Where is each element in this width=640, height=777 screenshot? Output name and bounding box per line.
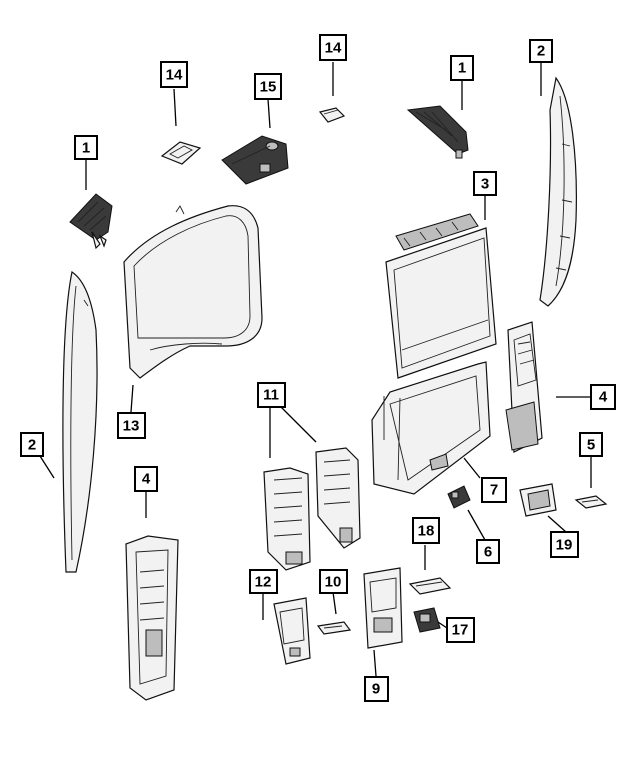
part-15-switch-module [221,135,289,185]
callout-11: 11 [257,382,286,408]
part-17-switch [413,607,441,633]
callout-17-label: 17 [452,622,469,639]
part-14-right-cap [318,107,346,123]
callout-14-right: 14 [319,34,347,61]
part-2-left-pillar-trim [62,271,98,573]
callout-7-label: 7 [490,482,498,499]
callout-15: 15 [254,73,282,100]
part-4-right-vent [505,321,543,453]
callout-19-label: 19 [556,537,573,554]
callout-17: 17 [446,617,475,643]
callout-1-left-label: 1 [82,140,90,157]
callout-3: 3 [473,171,497,196]
callout-2-right: 2 [529,39,553,63]
callout-3-label: 3 [481,176,489,193]
callout-2-left: 2 [20,432,44,457]
callout-13-label: 13 [123,418,140,435]
callout-4-right-label: 4 [599,389,608,406]
callout-9: 9 [364,676,389,702]
callout-6: 6 [476,539,500,564]
part-5-clip [574,495,608,509]
callout-10-label: 10 [325,574,342,591]
callout-6-label: 6 [484,544,492,561]
leader-lines [39,62,592,677]
part-6-switch [447,485,471,509]
callout-18: 18 [412,517,440,544]
callout-10: 10 [319,569,348,594]
callout-2-left-label: 2 [28,437,36,454]
callout-18-label: 18 [418,523,435,540]
callout-1-right: 1 [450,55,474,81]
callout-2-right-label: 2 [537,43,545,60]
callout-5: 5 [579,432,603,457]
part-1-right-cover [406,105,469,159]
callout-14-left: 14 [160,61,188,88]
callout-14-left-label: 14 [166,67,183,84]
callout-11-label: 11 [263,387,279,404]
part-3-glove-box-door [385,213,497,379]
callout-4-right: 4 [590,384,616,410]
part-9-switch-bezel [363,567,403,649]
callout-13: 13 [117,412,146,439]
callout-4-left: 4 [134,466,158,492]
part-7-glove-box-bin [371,361,491,495]
part-2-right-pillar-trim [539,76,577,307]
callout-4-left-label: 4 [142,471,151,488]
part-18-tray [408,577,452,595]
part-14-left-clip [160,141,202,165]
callout-9-label: 9 [372,681,380,698]
callout-7: 7 [481,477,507,503]
part-11-right-vent [315,447,361,549]
part-1-left-cover [69,193,113,250]
callout-12: 12 [249,569,278,594]
callout-1-left: 1 [74,135,98,160]
part-13-cluster-bezel [123,205,263,379]
part-19-storage-pocket [519,483,557,517]
callout-19: 19 [550,531,579,558]
callout-12-label: 12 [255,574,272,591]
part-12-bezel [273,597,311,665]
callout-15-label: 15 [260,79,277,96]
part-10-cover [316,621,352,635]
callout-1-right-label: 1 [458,60,466,77]
part-11-left-vent [263,467,311,571]
callout-14-right-label: 14 [325,40,342,57]
part-4-left-vent [125,535,179,701]
callout-5-label: 5 [587,437,595,454]
